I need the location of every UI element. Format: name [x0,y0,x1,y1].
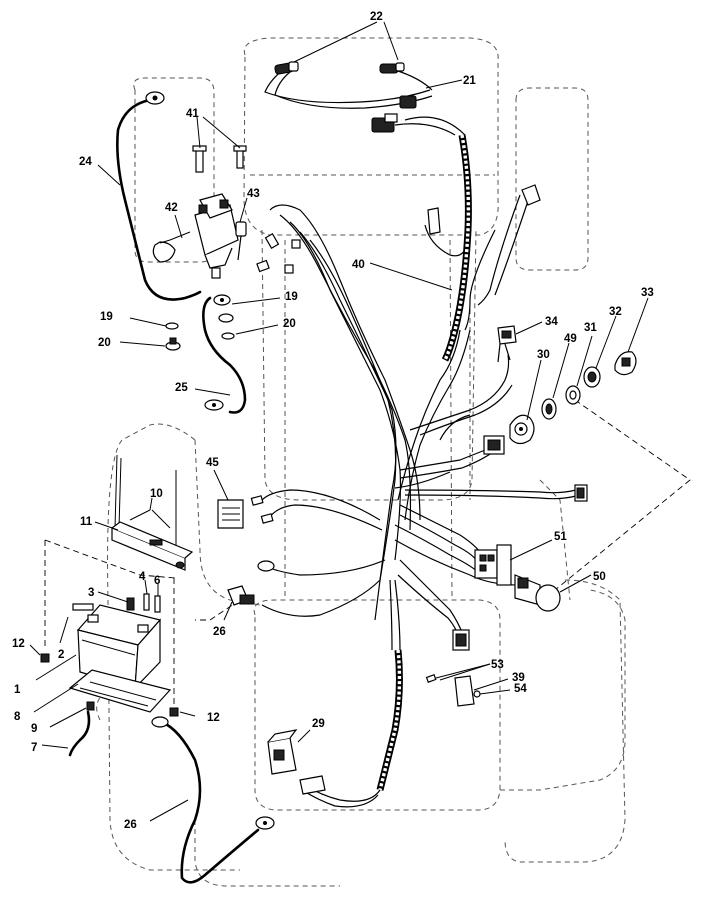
nut-49 [541,398,557,420]
callout-19-left: 19 [100,311,113,323]
ground-cable-7 [68,710,91,757]
callout-26-bottom: 26 [124,819,137,831]
callout-26-center: 26 [213,626,226,638]
callout-2: 2 [58,649,64,661]
screws-3-4-6 [126,593,161,613]
hardware-19-20-right [213,294,235,340]
bracket-group-right [427,184,541,235]
terminal-43 [235,221,247,261]
coiled-wire-harness-40 [441,134,472,362]
hold-down-rods-10 [114,454,177,552]
connector-rear-plug [452,629,470,651]
nut-9 [86,701,95,711]
callout-30: 30 [537,349,550,361]
battery-tray-8 [68,669,172,713]
callout-34: 34 [545,316,558,328]
callout-7: 7 [31,742,37,754]
callout-22: 22 [370,11,383,23]
callout-leaders [29,21,649,822]
callout-45: 45 [206,457,219,469]
switch-26 [227,585,255,606]
callout-40: 40 [352,259,365,271]
nuts-12 [40,653,179,717]
battery-cable-25 [202,296,247,414]
hold-down-bracket-11 [111,521,194,571]
hardware-19-20-left [165,322,181,351]
callout-50: 50 [593,571,606,583]
callout-4: 4 [139,571,146,583]
callout-10: 10 [150,488,163,500]
solenoid-42 [152,193,239,279]
callout-39: 39 [512,672,525,684]
bolts-41 [192,145,247,173]
callout-24: 24 [79,156,92,168]
callout-32: 32 [609,306,622,318]
callout-43: 43 [247,188,260,200]
callout-41: 41 [186,108,199,120]
callout-labels: 1 2 3 4 6 7 8 9 10 11 12 12 19 19 20 20 … [12,11,654,831]
ignition-switch-30 [509,414,535,445]
bezel-32 [583,366,601,388]
connector-21 [371,95,417,133]
callout-8: 8 [14,711,21,723]
harness-terminals-left [250,495,275,572]
connector-main-right [483,435,505,455]
light-switch-50 [514,574,561,612]
callout-20-right: 20 [283,318,296,330]
callout-19-right: 19 [285,291,298,303]
dashed-leader-key [554,399,691,591]
connector-far-right [574,484,588,502]
callout-25: 25 [175,382,188,394]
callout-3: 3 [88,587,94,599]
callout-42: 42 [165,202,178,214]
callout-21: 21 [463,75,476,87]
battery-cable-28 [151,716,275,884]
dashed-leader-frame-left [44,539,176,579]
callout-31: 31 [584,322,597,334]
tractor-frame-outline [96,37,626,887]
callout-33: 33 [641,287,654,299]
key-33 [614,351,637,376]
callout-29: 29 [312,718,325,730]
bolt-2 [72,603,94,611]
callout-54: 54 [514,683,527,695]
relay-45 [217,499,244,529]
connector-34 [497,325,517,363]
callout-51: 51 [554,531,567,543]
harness-terminals-top [256,232,301,274]
switch-29 [267,729,326,795]
callout-11: 11 [80,516,93,528]
callout-6: 6 [154,575,160,587]
callout-9: 9 [31,723,37,735]
callout-20-left: 20 [98,337,111,349]
callout-49: 49 [564,333,577,345]
callout-12-left: 12 [12,638,25,650]
connector-51 [474,544,512,586]
callout-12-right: 12 [207,712,220,724]
callout-1: 1 [14,684,21,696]
battery-cable-24 [116,91,202,301]
callout-53: 53 [491,659,504,671]
switch-39-53-54 [425,673,481,707]
washer-31 [565,385,581,405]
